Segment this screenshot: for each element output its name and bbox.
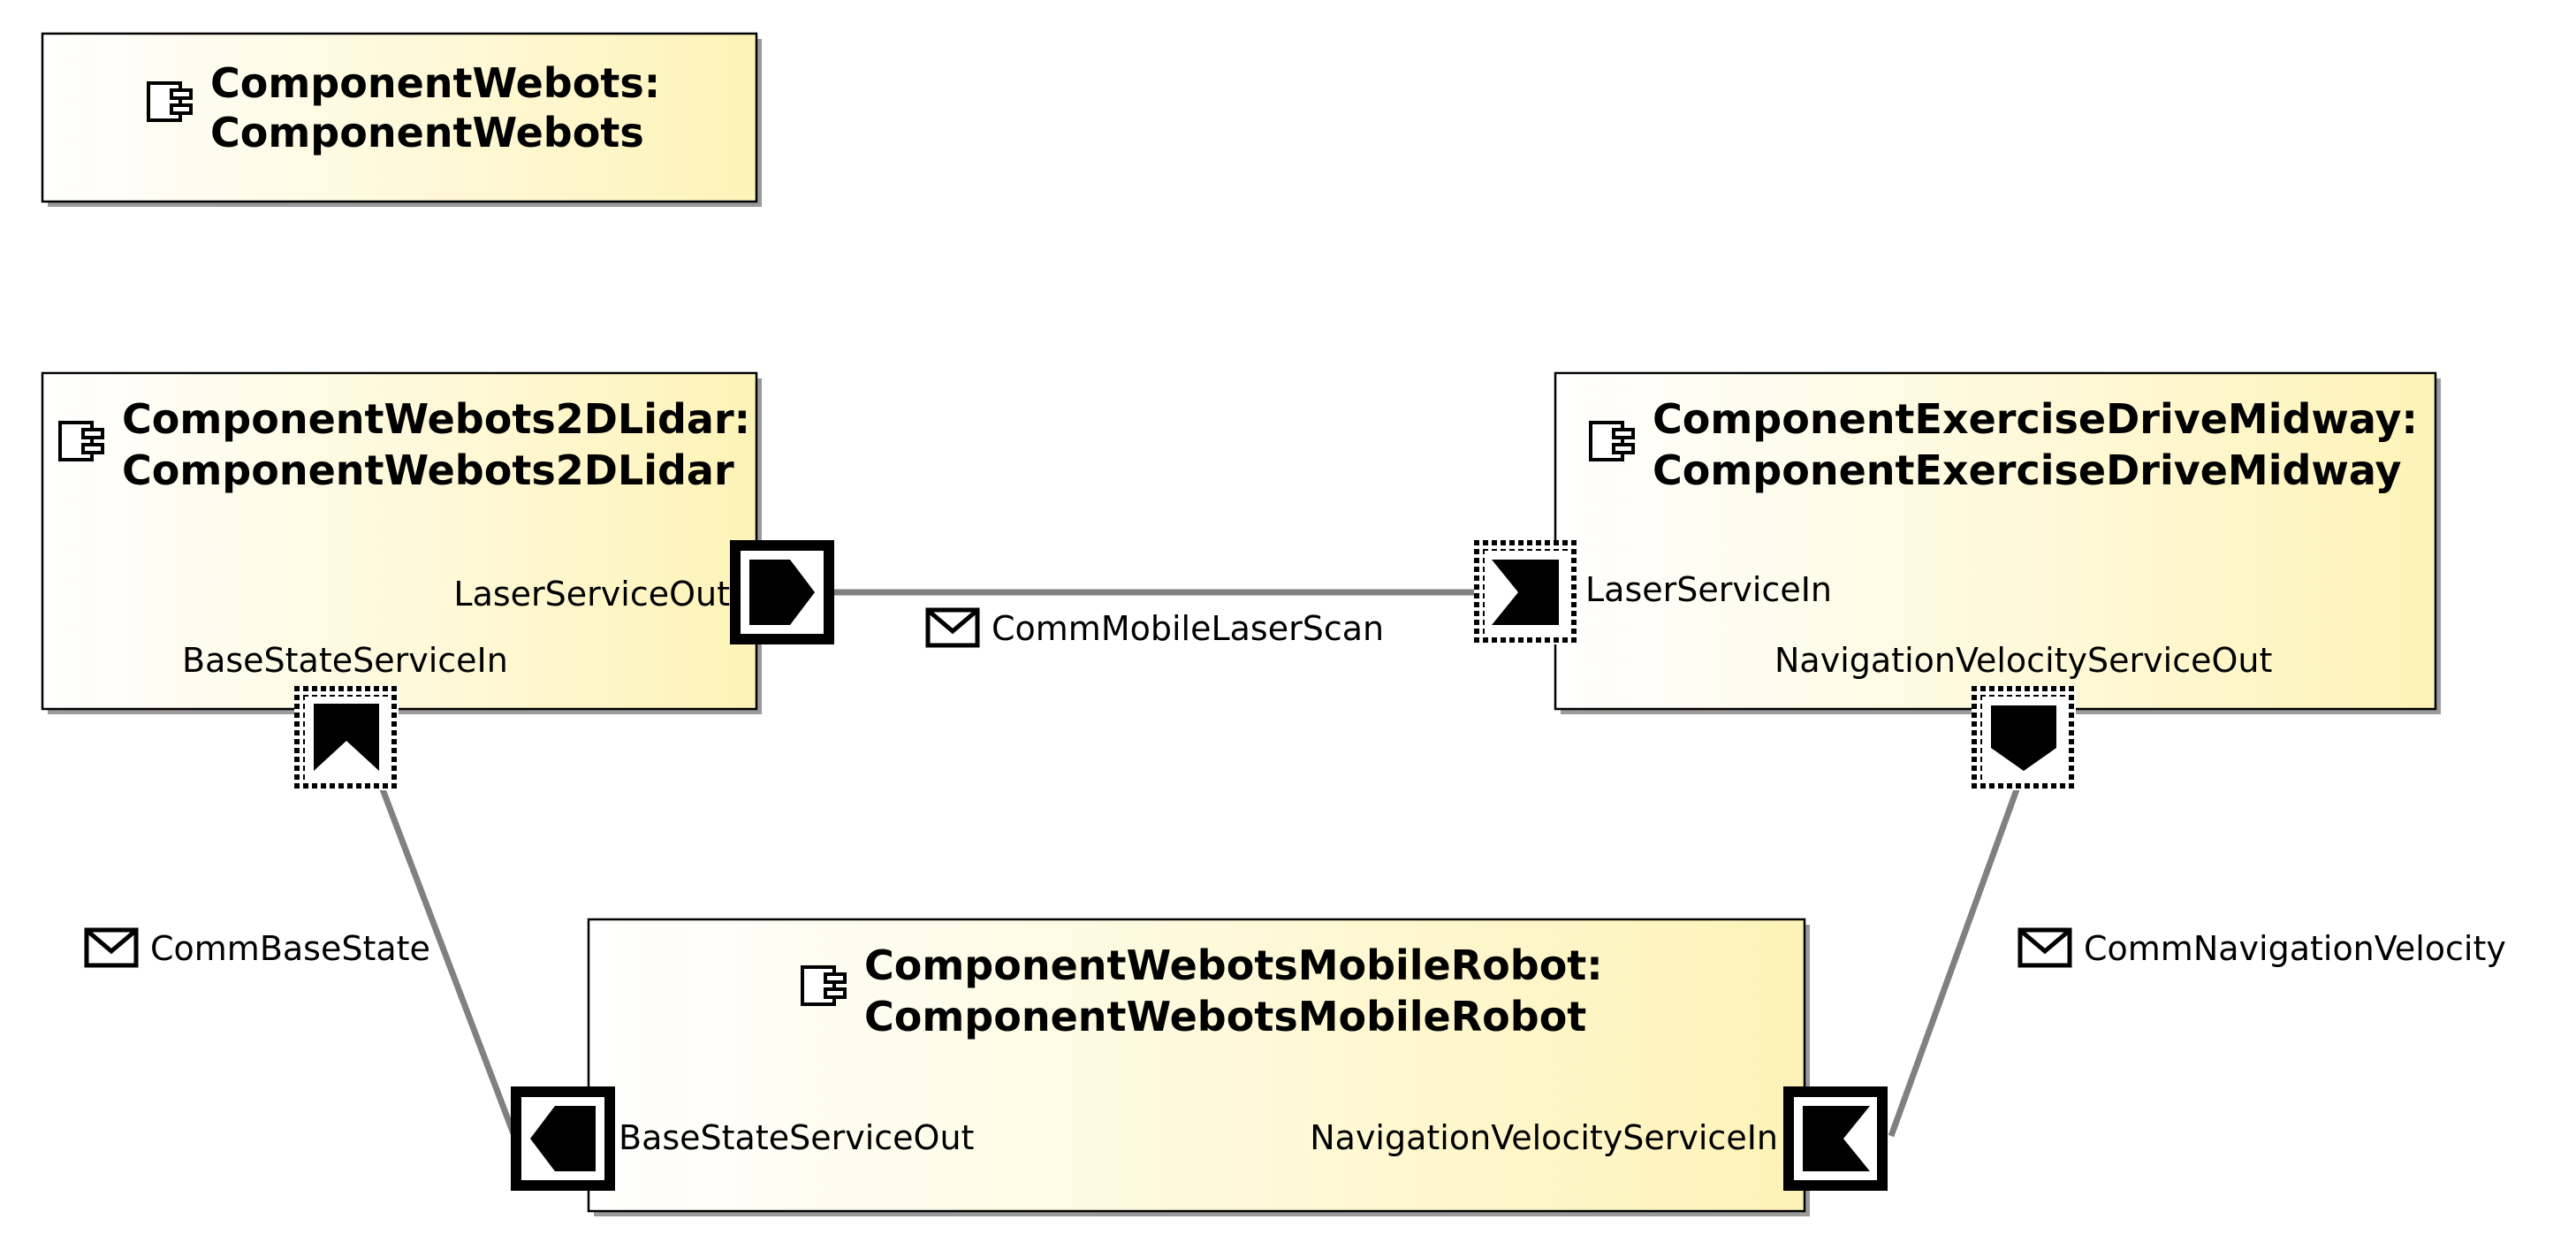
connection-name: CommMobileLaserScan [992, 609, 1384, 648]
connection-label-base-state: CommBaseState [84, 927, 430, 968]
envelope-icon [2017, 927, 2072, 968]
component-name: ComponentWebotsMobileRobot: [864, 941, 1603, 989]
connector-navigation-velocity[interactable] [1888, 781, 2023, 1138]
component-type: ComponentExerciseDriveMidway [1653, 446, 2402, 494]
port-label-laser-service-out: LaserServiceOut [453, 575, 730, 614]
port-label-laser-service-in: LaserServiceIn [1585, 570, 1832, 609]
component-name: ComponentWebots2DLidar: [122, 395, 750, 443]
port-label-navigation-velocity-service-out: NavigationVelocityServiceOut [1774, 641, 2272, 680]
component-icon [1589, 421, 1635, 461]
port-laser-service-in[interactable] [1474, 540, 1578, 644]
port-navigation-velocity-service-out[interactable] [1972, 686, 2076, 790]
port-label-base-state-service-in: BaseStateServiceIn [182, 641, 508, 680]
component-name: ComponentWebots: [210, 59, 660, 107]
connection-label-navigation-velocity: CommNavigationVelocity [2017, 927, 2506, 968]
component-webots-2d-lidar[interactable]: ComponentWebots2DLidar: ComponentWebots2… [41, 371, 762, 714]
component-type: ComponentWebots2DLidar [122, 446, 734, 494]
connection-name: CommBaseState [150, 929, 430, 968]
connection-name: CommNavigationVelocity [2084, 929, 2506, 968]
component-exercise-drive-midway[interactable]: ComponentExerciseDriveMidway: ComponentE… [1554, 371, 2441, 714]
envelope-icon [925, 607, 980, 648]
connection-label-laser: CommMobileLaserScan [925, 607, 1384, 648]
port-base-state-service-in[interactable] [294, 686, 399, 790]
component-icon [147, 81, 193, 122]
component-name: ComponentExerciseDriveMidway: [1653, 395, 2418, 443]
connector-base-state[interactable] [376, 781, 518, 1138]
component-webots[interactable]: ComponentWebots: ComponentWebots [41, 32, 762, 207]
port-laser-service-out[interactable] [730, 540, 834, 644]
port-label-base-state-service-out: BaseStateServiceOut [619, 1118, 974, 1157]
component-icon [801, 965, 847, 1006]
envelope-icon [84, 927, 139, 968]
port-label-navigation-velocity-service-in: NavigationVelocityServiceIn [1310, 1118, 1778, 1157]
component-type: ComponentWebotsMobileRobot [864, 993, 1586, 1040]
component-webots-mobile-robot[interactable]: ComponentWebotsMobileRobot: ComponentWeb… [587, 918, 1810, 1216]
port-base-state-service-out[interactable] [511, 1086, 615, 1191]
component-type: ComponentWebots [210, 109, 644, 156]
component-icon [58, 421, 104, 461]
port-navigation-velocity-service-in[interactable] [1783, 1086, 1888, 1191]
